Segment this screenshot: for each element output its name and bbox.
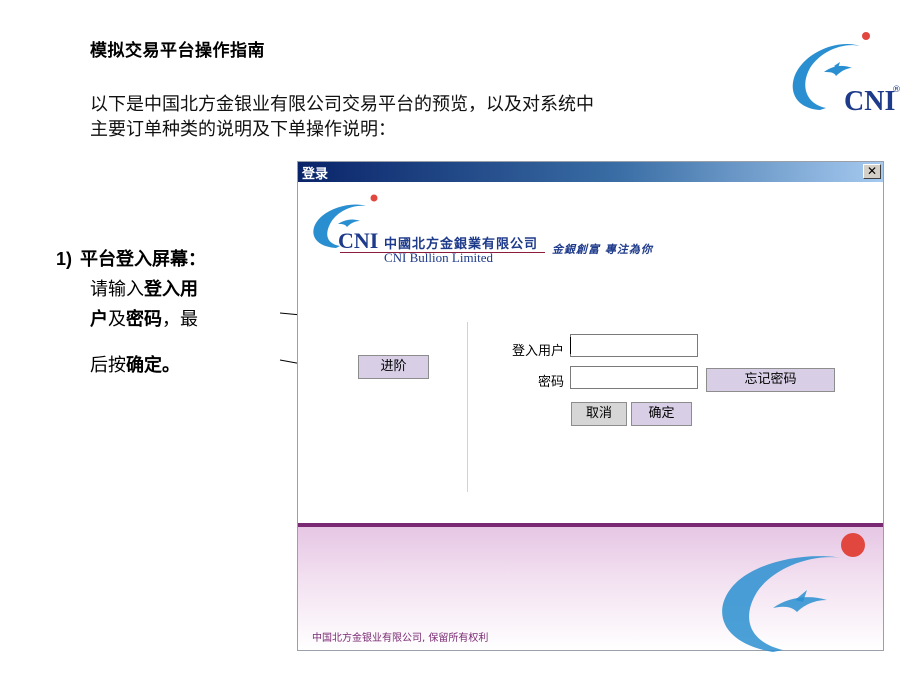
password-label: 密码 [537, 375, 564, 390]
cni-logo: CNI ® [792, 32, 900, 117]
brand-english-name: CNI Bullion Limited [384, 250, 494, 265]
slide-title: 模拟交易平台操作指南 [90, 41, 265, 61]
red-dot-decoration [841, 533, 865, 557]
password-input[interactable] [570, 366, 698, 389]
brand-chinese-name: 中國北方金銀業有限公司 [384, 237, 539, 252]
copyright-text: 中国北方金银业有限公司, 保留所有权利 [312, 633, 489, 644]
bird-logo-watermark [722, 556, 853, 652]
text-caret [570, 337, 571, 354]
advanced-button[interactable]: 进阶 [358, 355, 429, 379]
instruction-callout: 1) 平台登入屏幕： 请输入登入用 户及密码，最 后按确定。 [56, 244, 276, 381]
vertical-divider [467, 322, 468, 492]
callout-strong-text: 户 [90, 309, 108, 330]
callout-strong-text: 确定。 [126, 355, 180, 376]
cni-logo-mark: ® [892, 85, 900, 95]
forgot-password-button[interactable]: 忘记密码 [706, 368, 835, 392]
callout-text: ，最 [162, 309, 198, 330]
ok-button[interactable]: 确定 [631, 402, 692, 426]
cancel-button[interactable]: 取消 [571, 402, 627, 426]
slide-intro: 以下是中国北方金银业有限公司交易平台的预览，以及对系统中 主要订单种类的说明及下… [90, 92, 750, 142]
callout-heading: 平台登入屏幕： [80, 249, 207, 270]
login-window: 登录 ✕ CNI 中國北方金銀業有限公司 CNI Bullion Limited… [297, 161, 884, 652]
username-input[interactable] [570, 334, 698, 357]
close-icon: ✕ [866, 164, 878, 178]
callout-text: 请输入 [90, 279, 144, 300]
brand-slogan: 金銀創富 專注為你 [552, 243, 653, 256]
window-titlebar[interactable]: 登录 ✕ [298, 162, 883, 182]
intro-line-2: 主要订单种类的说明及下单操作说明： [90, 119, 396, 140]
step-number: 1) [56, 249, 73, 269]
cni-logo-text: CNI [844, 86, 895, 117]
brand-cni-text: CNI [338, 228, 379, 253]
callout-strong-text: 登入用 [144, 279, 198, 300]
callout-strong-text: 密码 [126, 309, 162, 330]
footer-panel [298, 527, 883, 650]
close-button[interactable]: ✕ [863, 164, 881, 179]
window-title: 登录 [302, 167, 329, 182]
footer-band [298, 523, 883, 527]
intro-line-1: 以下是中国北方金银业有限公司交易平台的预览，以及对系统中 [90, 94, 594, 115]
callout-text: 后按 [90, 355, 126, 376]
brand-logo-mark [313, 194, 378, 248]
username-label: 登入用户 [511, 344, 564, 359]
brand-underline [340, 252, 545, 253]
callout-text: 及 [108, 309, 126, 330]
